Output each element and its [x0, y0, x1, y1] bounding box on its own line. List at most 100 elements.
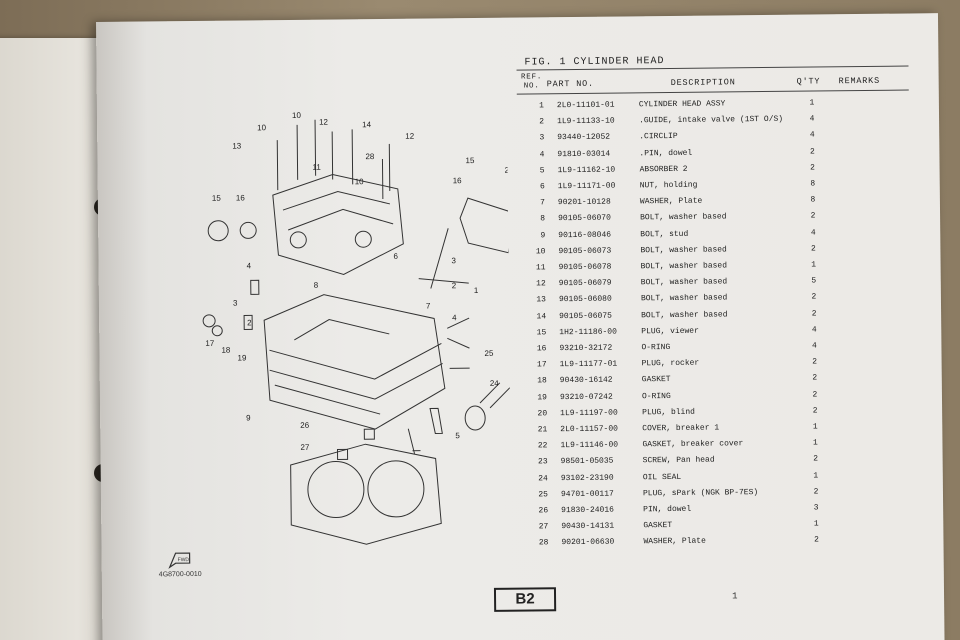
svg-text:3: 3 [451, 256, 456, 265]
part-no-cell: 1L9-11133-10 [557, 116, 615, 127]
qty-cell: 4 [809, 130, 815, 140]
page-number: 1 [731, 591, 738, 602]
description-cell: O-RING [641, 343, 671, 353]
svg-text:2: 2 [452, 281, 457, 290]
header-description: DESCRIPTION [670, 77, 736, 88]
svg-text:11: 11 [312, 163, 321, 172]
qty-cell: 1 [813, 519, 819, 529]
fwd-arrow-icon: FWD [168, 552, 191, 569]
qty-cell: 2 [810, 211, 816, 221]
part-no-cell: 2L0-11157-00 [560, 424, 618, 435]
description-cell: NUT, holding [639, 180, 698, 191]
svg-text:14: 14 [362, 120, 372, 129]
qty-cell: 5 [811, 276, 817, 286]
description-cell: OIL SEAL [642, 472, 682, 482]
part-no-cell: 90116-08046 [558, 230, 612, 240]
ref-no-cell: 27 [538, 522, 549, 532]
part-no-cell: 90105-06070 [558, 214, 611, 224]
ref-no-cell: 8 [540, 214, 546, 224]
svg-text:15: 15 [212, 194, 222, 203]
ref-no-cell: 25 [538, 490, 549, 500]
qty-cell: 1 [812, 422, 818, 432]
svg-text:19: 19 [237, 353, 247, 362]
description-cell: BOLT, washer based [641, 309, 728, 320]
ref-no-cell: 5 [539, 166, 545, 176]
ref-no-cell: 19 [537, 392, 548, 402]
svg-text:15: 15 [465, 156, 475, 165]
description-cell: WASHER, Plate [639, 196, 703, 207]
svg-text:16: 16 [236, 193, 246, 202]
qty-cell: 3 [813, 503, 819, 513]
svg-text:10: 10 [257, 123, 267, 132]
qty-cell: 2 [812, 390, 818, 400]
description-cell: CYLINDER HEAD ASSY [638, 99, 726, 110]
svg-text:2: 2 [247, 318, 252, 327]
description-cell: PIN, dowel [643, 504, 692, 515]
description-cell: GASKET, breaker cover [642, 439, 744, 450]
description-cell: PLUG, viewer [641, 326, 699, 337]
ref-no-cell: 14 [536, 311, 547, 321]
ref-no-cell: 17 [536, 360, 547, 370]
header-ref-no: REF. NO. [520, 73, 543, 91]
ref-no-cell: 28 [538, 538, 549, 548]
description-cell: BOLT, washer based [640, 293, 728, 304]
ref-no-cell: 22 [537, 441, 548, 451]
description-cell: ABSORBER 2 [639, 164, 688, 175]
ref-no-cell: 1 [539, 101, 544, 111]
part-no-cell: 90105-06073 [558, 246, 612, 256]
part-no-cell: 90105-06079 [558, 278, 612, 289]
ref-no-cell: 18 [537, 376, 547, 386]
part-no-cell: 1L9-11177-01 [559, 359, 618, 370]
qty-cell: 2 [810, 244, 816, 254]
description-cell: .PIN, dowel [639, 148, 693, 158]
svg-text:27: 27 [300, 443, 310, 452]
qty-cell: 2 [812, 406, 818, 416]
part-no-cell: 93102-23190 [560, 473, 614, 483]
ref-no-cell: 9 [540, 230, 546, 240]
part-no-cell: 93210-07242 [559, 392, 613, 402]
description-cell: GASKET [641, 375, 671, 385]
header-qty: Q'TY [796, 76, 821, 87]
qty-cell: 1 [811, 260, 817, 270]
description-cell: BOLT, washer based [640, 212, 727, 223]
part-no-cell: 93210-32172 [559, 343, 613, 354]
part-no-cell: 90430-16142 [559, 376, 613, 386]
qty-cell: 2 [810, 163, 816, 173]
ref-no-cell: 7 [540, 198, 545, 208]
svg-text:4: 4 [452, 313, 457, 322]
description-cell: O-RING [641, 391, 671, 401]
ref-no-cell: 4 [539, 149, 545, 159]
qty-cell: 2 [814, 535, 819, 545]
ref-no-cell: 11 [535, 263, 546, 273]
part-no-cell: 1H2-11186-00 [559, 327, 617, 337]
ref-no-cell: 16 [536, 344, 547, 354]
svg-text:10: 10 [355, 177, 365, 186]
svg-text:10: 10 [292, 111, 302, 120]
description-cell: BOLT, washer based [640, 261, 728, 272]
part-no-cell: 90430-14131 [561, 521, 615, 532]
ref-no-cell: 12 [536, 279, 546, 289]
description-cell: GASKET [643, 521, 673, 531]
svg-text:9: 9 [246, 413, 251, 422]
ref-no-cell: 21 [537, 425, 548, 435]
qty-cell: 2 [812, 373, 818, 383]
description-cell: COVER, breaker 1 [642, 423, 720, 434]
part-no-cell: 91830-24016 [561, 505, 614, 516]
description-cell: PLUG, blind [642, 407, 695, 418]
qty-cell: 8 [810, 179, 816, 189]
description-cell: SCREW, Pan head [642, 455, 715, 466]
svg-text:24: 24 [490, 379, 500, 388]
description-cell: PLUG, sPark (NGK BP-7ES) [642, 487, 759, 499]
part-no-cell: 98501-05035 [560, 456, 614, 467]
svg-text:6: 6 [393, 252, 398, 261]
part-no-cell: 91810-03014 [557, 149, 611, 159]
part-no-cell: 94701-00117 [560, 489, 614, 499]
svg-text:4: 4 [247, 261, 252, 270]
svg-text:26: 26 [300, 421, 310, 430]
part-no-cell: 90105-06080 [558, 295, 612, 305]
description-cell: BOLT, stud [640, 229, 689, 239]
description-cell: BOLT, washer based [640, 245, 727, 256]
part-no-cell: 90105-06078 [558, 262, 612, 273]
